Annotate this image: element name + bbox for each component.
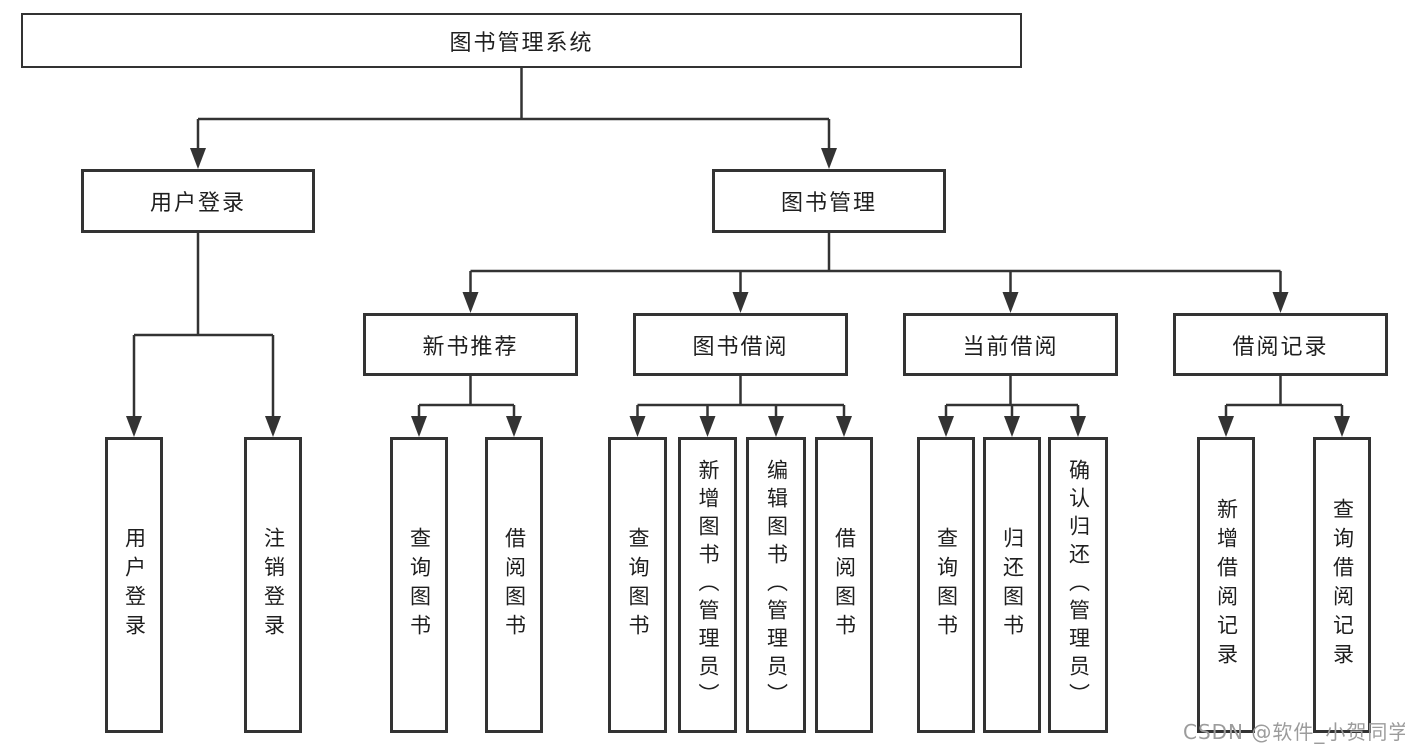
leaf-br-query-record-label: 查询借阅记录	[1330, 498, 1355, 672]
node-book-management-label: 图书管理	[780, 191, 877, 216]
node-user-login: 用户登录	[81, 169, 315, 233]
node-book-borrow-label: 图书借阅	[692, 334, 789, 360]
node-book-borrow: 图书借阅	[633, 313, 848, 376]
leaf-bb-edit-books-admin-label: 编辑图书（管理员）	[764, 459, 789, 711]
leaf-bb-query-books: 查询图书	[608, 437, 667, 733]
leaf-br-query-record: 查询借阅记录	[1313, 437, 1371, 733]
leaf-bb-borrow-books: 借阅图书	[815, 437, 873, 733]
leaf-nb-query-books-label: 查询图书	[407, 527, 432, 643]
leaf-cb-query-books: 查询图书	[917, 437, 975, 733]
leaf-bb-edit-books-admin: 编辑图书（管理员）	[746, 437, 806, 733]
leaf-bb-borrow-books-label: 借阅图书	[832, 527, 857, 643]
leaf-cb-return-books: 归还图书	[983, 437, 1041, 733]
leaf-user-login-label: 用户登录	[122, 527, 147, 643]
leaf-nb-borrow-books: 借阅图书	[485, 437, 543, 733]
node-borrow-records: 借阅记录	[1173, 313, 1388, 376]
node-new-book-recommend: 新书推荐	[363, 313, 578, 376]
leaf-cb-return-books-label: 归还图书	[1000, 527, 1025, 643]
leaf-user-login: 用户登录	[105, 437, 163, 733]
node-borrow-records-label: 借阅记录	[1232, 334, 1329, 360]
leaf-bb-query-books-label: 查询图书	[626, 527, 650, 643]
leaf-br-add-record: 新增借阅记录	[1197, 437, 1255, 733]
leaf-bb-add-books-admin-label: 新增图书（管理员）	[696, 459, 720, 711]
node-user-login-label: 用户登录	[149, 191, 246, 216]
node-current-borrow-label: 当前借阅	[962, 334, 1059, 360]
leaf-cb-confirm-return-admin-label: 确认归还（管理员）	[1066, 459, 1091, 711]
node-book-management: 图书管理	[712, 169, 946, 233]
leaf-logout-label: 注销登录	[261, 527, 286, 643]
node-new-book-recommend-label: 新书推荐	[422, 334, 519, 360]
node-root-label: 图书管理系统	[449, 30, 594, 56]
csdn-watermark: CSDN @软件_小贺同学	[1183, 720, 1405, 744]
leaf-nb-borrow-books-label: 借阅图书	[502, 527, 527, 643]
leaf-cb-query-books-label: 查询图书	[934, 527, 959, 643]
leaf-logout: 注销登录	[244, 437, 302, 733]
leaf-br-add-record-label: 新增借阅记录	[1214, 498, 1239, 672]
node-current-borrow: 当前借阅	[903, 313, 1118, 376]
node-root: 图书管理系统	[21, 13, 1022, 68]
leaf-nb-query-books: 查询图书	[390, 437, 448, 733]
leaf-cb-confirm-return-admin: 确认归还（管理员）	[1048, 437, 1108, 733]
leaf-bb-add-books-admin: 新增图书（管理员）	[678, 437, 737, 733]
